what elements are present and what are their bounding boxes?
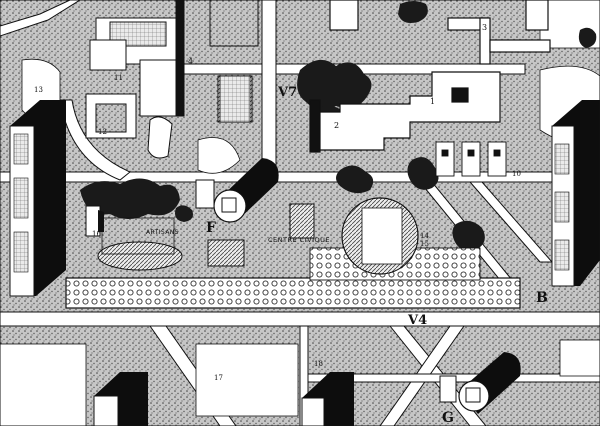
zone-number-14: 14 (420, 232, 429, 240)
tree-cluster-8 (175, 205, 193, 222)
site-letter-g: G (442, 410, 454, 426)
zone-number-13: 13 (34, 86, 43, 94)
area-label-centre-civique: CENTRE CIVIQUE (268, 236, 330, 244)
road-diag-left (0, 0, 81, 37)
lawn-mid-left (197, 137, 241, 174)
civic-centre (65, 197, 521, 309)
tree-cluster-7 (398, 1, 428, 23)
lower-left-bays (101, 75, 251, 255)
plaza-lower-mid (195, 343, 299, 417)
road-v4 (0, 311, 600, 327)
area-label-artisans: ARTISANS (146, 229, 179, 236)
zone-number-12: 12 (98, 128, 107, 136)
civic-platform (65, 277, 521, 309)
tower-left (9, 100, 66, 297)
cylinder-f (195, 158, 279, 223)
road-label-v4: V4 (407, 313, 427, 328)
tree-cluster-2 (80, 178, 180, 219)
zone-number-4: 4 (188, 57, 193, 66)
central-complex (309, 0, 551, 153)
zone-number-15: 15 (420, 240, 429, 248)
road-cross-upper (0, 171, 600, 183)
zone-number-17: 17 (214, 374, 223, 382)
zone-number-16: 16 (92, 230, 101, 238)
zone-number-2: 2 (334, 121, 339, 130)
zone-number-3: 3 (482, 23, 487, 32)
road-curve-left (59, 99, 131, 181)
road-lower-v (299, 325, 309, 426)
road-v7 (261, 0, 277, 183)
zone-number-18: 18 (314, 360, 323, 368)
tree-cluster-3 (336, 165, 374, 194)
artisans-pavilion (97, 241, 183, 271)
zone-number-11: 11 (114, 74, 123, 82)
tree-cluster-1 (297, 59, 372, 111)
site-letter-f: F (206, 220, 216, 236)
cylinder-g (439, 352, 521, 414)
road-label-v7: V7 (277, 85, 297, 100)
tree-cluster-5 (452, 220, 485, 251)
plaza-lower-left (0, 343, 87, 426)
zone-number-10: 10 (512, 170, 521, 178)
plaza-lower-right (559, 339, 600, 377)
site-letter-b: B (536, 290, 548, 306)
slab-towers (9, 100, 600, 426)
cylinder-towers (195, 158, 521, 414)
tower-lower-left (93, 372, 148, 426)
tree-cluster-9 (578, 27, 597, 48)
tree-cluster-4 (407, 157, 439, 190)
tower-lower-mid (301, 372, 354, 426)
tower-right (551, 100, 600, 287)
zone-number-1: 1 (430, 97, 435, 106)
